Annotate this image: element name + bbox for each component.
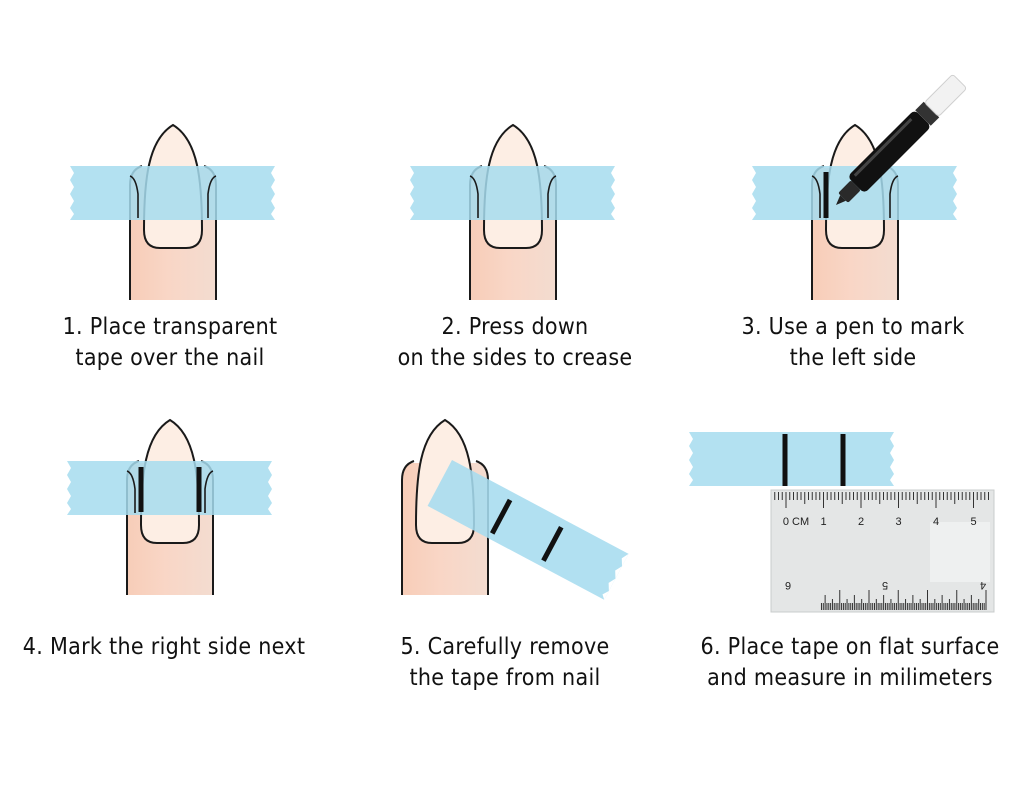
caption-line: 2. Press down xyxy=(441,314,589,340)
step-6-illustration: 0 CM 1 2 3 4 5 6 5 4 xyxy=(689,432,995,613)
ruler-label-cm: 5 xyxy=(970,516,976,528)
caption-line: 4. Mark the right side next xyxy=(22,634,306,660)
step-6-caption: 6. Place tape on flat surface and measur… xyxy=(680,632,1020,694)
ruler-label-cm: 3 xyxy=(895,516,901,528)
step-5-illustration xyxy=(401,419,629,600)
ruler-label-cm: 4 xyxy=(933,516,939,528)
caption-line: 1. Place transparent xyxy=(62,314,278,340)
caption-line: 5. Carefully remove xyxy=(400,634,610,660)
ruler-label-inch: 6 xyxy=(785,579,791,591)
step-5-caption: 5. Carefully remove the tape from nail xyxy=(335,632,675,694)
caption-line: on the sides to crease xyxy=(397,345,633,371)
step-4-illustration xyxy=(67,419,272,596)
caption-line: and measure in milimeters xyxy=(707,665,993,691)
caption-line: the tape from nail xyxy=(409,665,601,691)
ruler-label-cm: 0 CM xyxy=(783,516,809,528)
step-1-illustration xyxy=(70,124,275,301)
caption-line: 6. Place tape on flat surface xyxy=(700,634,1000,660)
caption-line: tape over the nail xyxy=(75,345,265,371)
marker-pen-icon xyxy=(836,74,967,205)
caption-line: 3. Use a pen to mark xyxy=(741,314,965,340)
ruler-label-inch: 5 xyxy=(882,579,888,591)
caption-line: the left side xyxy=(789,345,917,371)
step-2-illustration xyxy=(410,124,615,301)
step-2-caption: 2. Press down on the sides to crease xyxy=(345,312,685,374)
step-3-caption: 3. Use a pen to mark the left side xyxy=(683,312,1023,374)
step-4-caption: 4. Mark the right side next xyxy=(0,632,334,663)
ruler-label-inch: 4 xyxy=(980,579,986,591)
ruler-label-cm: 1 xyxy=(820,516,826,528)
ruler: 0 CM 1 2 3 4 5 6 5 4 xyxy=(770,489,995,613)
step-3-illustration xyxy=(752,74,967,301)
step-1-caption: 1. Place transparent tape over the nail xyxy=(0,312,340,374)
ruler-label-cm: 2 xyxy=(858,516,864,528)
